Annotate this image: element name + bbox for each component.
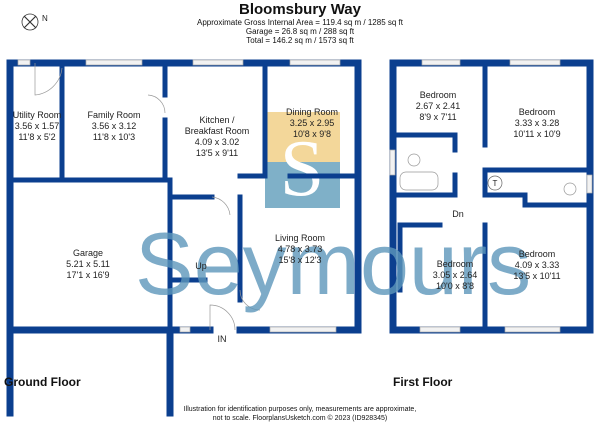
- room-metric: 4.78 x 3.73: [278, 244, 323, 254]
- room-dining: Dining Room 3.25 x 2.95 10'8 x 9'8: [286, 107, 338, 139]
- room-metric: 2.67 x 2.41: [416, 101, 461, 111]
- stairs-up-label: Up: [195, 261, 207, 271]
- room-metric: 4.09 x 3.02: [195, 137, 240, 147]
- room-name: Family Room: [87, 110, 140, 120]
- room-bedroom-4: Bedroom 4.09 x 3.33 13'5 x 10'11: [513, 249, 560, 281]
- room-metric: 3.33 x 3.28: [515, 118, 560, 128]
- cupboard-label: T: [493, 179, 498, 188]
- room-kitchen: Kitchen / Breakfast Room 4.09 x 3.02 13'…: [185, 115, 250, 158]
- ground-floor-label: Ground Floor: [4, 375, 81, 389]
- room-metric: 3.25 x 2.95: [290, 118, 335, 128]
- compass-icon: N: [21, 13, 48, 31]
- room-name-2: Breakfast Room: [185, 126, 250, 136]
- room-metric: 3.05 x 2.64: [433, 270, 478, 280]
- room-name: Bedroom: [437, 259, 474, 269]
- room-metric: 3.56 x 1.57: [15, 121, 60, 131]
- room-imperial: 10'8 x 9'8: [293, 129, 331, 139]
- room-bedroom-1: Bedroom 2.67 x 2.41 8'9 x 7'11: [416, 90, 461, 122]
- area-garage: Garage = 26.8 sq m / 288 sq ft: [246, 27, 355, 36]
- first-floor-walls: T: [389, 59, 594, 334]
- area-total: Total = 146.2 sq m / 1573 sq ft: [246, 36, 354, 45]
- room-name: Kitchen /: [199, 115, 235, 125]
- room-family: Family Room 3.56 x 3.12 11'8 x 10'3: [87, 110, 140, 142]
- room-metric: 3.56 x 3.12: [92, 121, 137, 131]
- room-name: Living Room: [275, 233, 325, 243]
- room-imperial: 13'5 x 9'11: [196, 148, 238, 158]
- logo-watermark: S: [265, 112, 340, 213]
- toilet-icon: [407, 153, 421, 167]
- stairs-down-label: Dn: [452, 209, 464, 219]
- room-bedroom-2: Bedroom 3.33 x 3.28 10'11 x 10'9: [513, 107, 560, 139]
- ground-floor-walls: [6, 59, 362, 417]
- room-name: Garage: [73, 248, 103, 258]
- footer-disclaimer: Illustration for identification purposes…: [184, 406, 417, 413]
- room-name: Dining Room: [286, 107, 338, 117]
- watermark-text: Seymours: [135, 214, 531, 313]
- area-internal: Approximate Gross Internal Area = 119.4 …: [197, 18, 404, 27]
- room-name: Utility Room: [13, 110, 62, 120]
- logo-letter: S: [280, 125, 325, 213]
- toilet-icon: [563, 182, 577, 196]
- plan-title: Bloomsbury Way: [239, 1, 362, 18]
- room-imperial: 15'8 x 12'3: [279, 255, 322, 265]
- room-name: Bedroom: [420, 90, 457, 100]
- room-imperial: 11'8 x 5'2: [18, 132, 55, 142]
- compass-north-label: N: [42, 14, 48, 23]
- bath-icon: [399, 171, 439, 191]
- room-imperial: 10'11 x 10'9: [513, 129, 560, 139]
- room-living: Living Room 4.78 x 3.73 15'8 x 12'3: [275, 233, 325, 265]
- cupboard-icon: [487, 175, 503, 191]
- footer-copyright: not to scale. FloorplansUsketch.com © 20…: [213, 414, 387, 422]
- room-metric: 4.09 x 3.33: [515, 260, 560, 270]
- room-imperial: 13'5 x 10'11: [513, 271, 560, 281]
- room-name: Bedroom: [519, 249, 556, 259]
- entrance-label: IN: [218, 334, 227, 344]
- room-imperial: 8'9 x 7'11: [419, 112, 456, 122]
- room-imperial: 17'1 x 16'9: [67, 270, 110, 280]
- room-imperial: 11'8 x 10'3: [93, 132, 135, 142]
- first-floor-label: First Floor: [393, 375, 453, 389]
- room-garage: Garage 5.21 x 5.11 17'1 x 16'9: [66, 248, 110, 280]
- room-utility: Utility Room 3.56 x 1.57 11'8 x 5'2: [13, 110, 62, 142]
- room-metric: 5.21 x 5.11: [66, 259, 110, 269]
- room-imperial: 10'0 x 8'8: [436, 281, 474, 291]
- room-bedroom-3: Bedroom 3.05 x 2.64 10'0 x 8'8: [433, 259, 478, 291]
- room-name: Bedroom: [519, 107, 556, 117]
